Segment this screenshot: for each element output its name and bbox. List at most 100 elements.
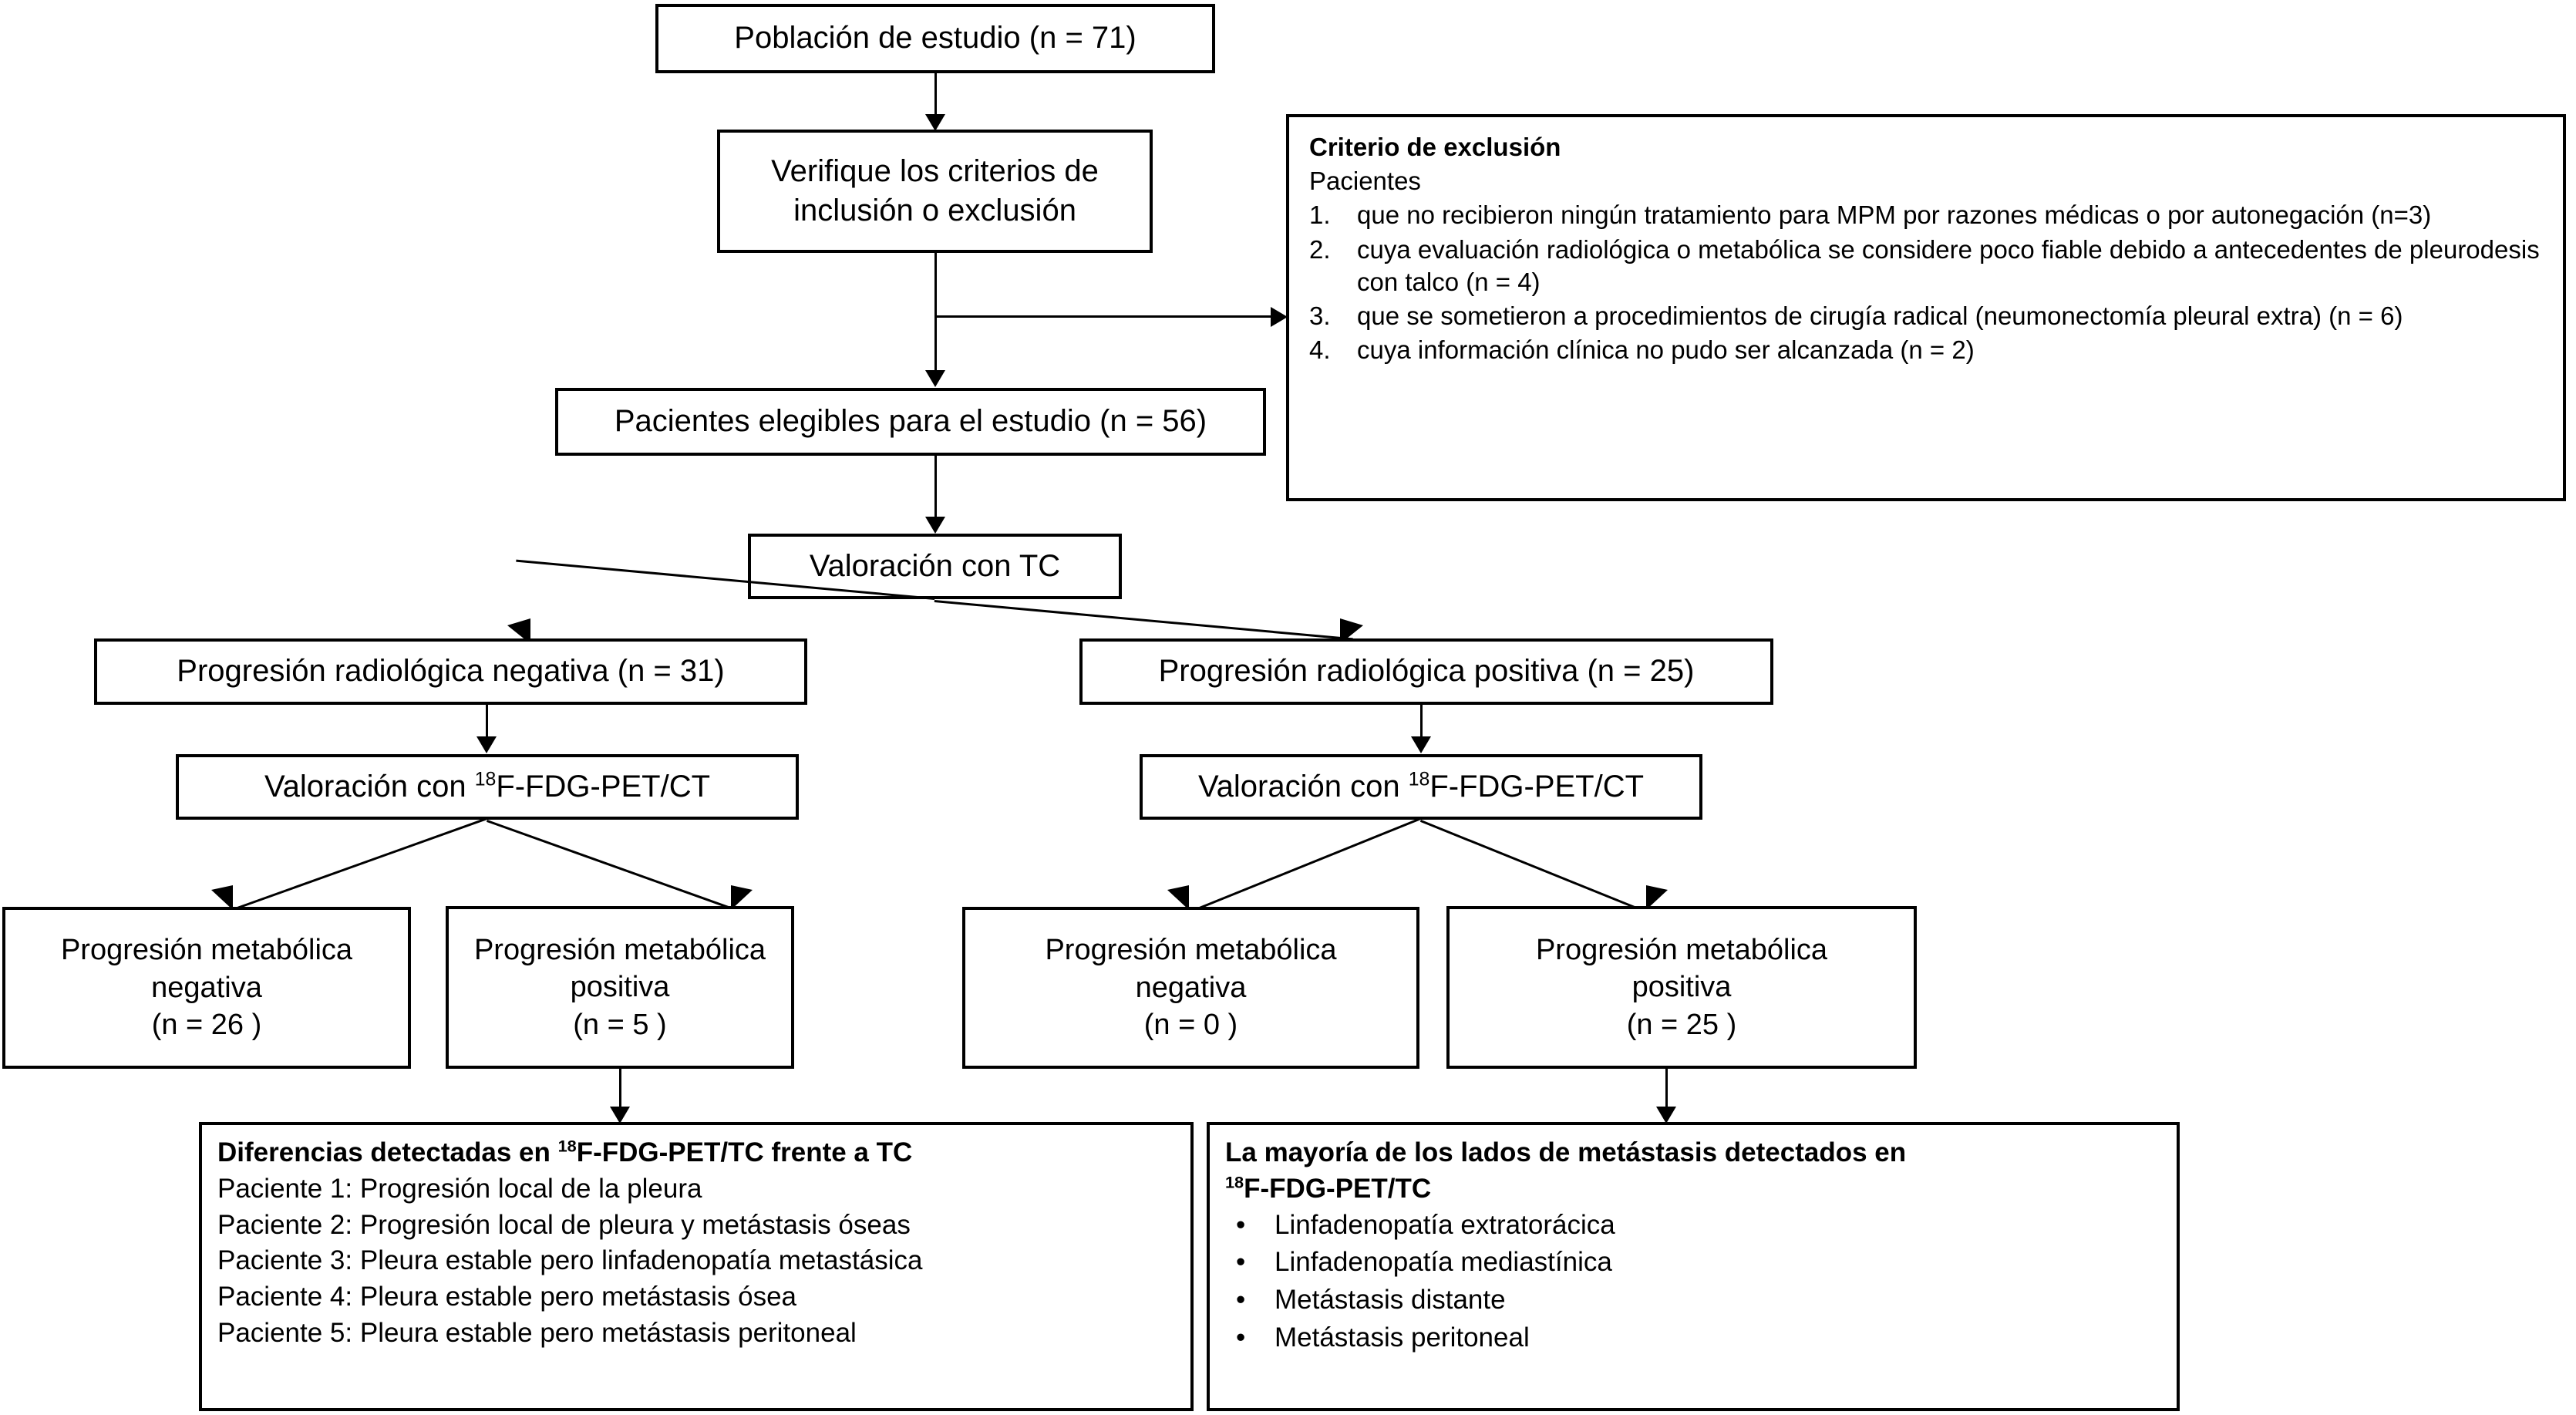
exclusion-item-number: 3.	[1309, 302, 1331, 331]
connector-population-to-verify	[934, 73, 937, 117]
pet-left-superscript: 18	[474, 769, 497, 790]
node-radiologic-progression-positive-label: Progresión radiológica positiva (n = 25)	[1158, 654, 1695, 689]
exclusion-item: 2. cuya evaluación radiológica o metaból…	[1309, 234, 2543, 298]
node-metabolic-positive-left: Progresión metabólica positiva (n = 5 )	[446, 906, 794, 1069]
connector-verify-to-eligible	[934, 253, 937, 372]
summary-right-title-suffix: F-FDG-PET/TC	[1244, 1173, 1432, 1204]
exclusion-item: 4. cuya información clínica no pudo ser …	[1309, 334, 2543, 366]
metabolic-negative-right-line2: negativa	[1135, 971, 1247, 1004]
exclusion-content: Criterio de exclusión Pacientes 1. que n…	[1309, 131, 2543, 369]
exclusion-item: 3. que se sometieron a procedimientos de…	[1309, 300, 2543, 332]
summary-differences-line: Paciente 1: Progresión local de la pleur…	[217, 1173, 702, 1204]
pet-right-suffix: F-FDG-PET/CT	[1429, 769, 1645, 804]
node-summary-differences: Diferencias detectadas en 18F-FDG-PET/TC…	[199, 1122, 1194, 1411]
summary-metastasis-bullet: • Linfadenopatía mediastínica	[1225, 1245, 2161, 1280]
node-ct-assessment-label: Valoración con TC	[809, 548, 1061, 583]
summary-left-title-superscript: 18	[557, 1136, 577, 1156]
node-study-population: Población de estudio (n = 71)	[655, 4, 1215, 73]
arrowhead-verify-to-exclusion	[1271, 307, 1288, 327]
summary-metastasis-bullet: • Metástasis distante	[1225, 1283, 2161, 1318]
metabolic-positive-left-line2: positiva	[570, 971, 670, 1004]
summary-left-title-prefix: Diferencias detectadas en	[217, 1137, 558, 1167]
connector-eligible-to-ct	[934, 456, 937, 519]
metabolic-positive-left-count: (n = 5 )	[573, 1008, 667, 1041]
node-radiologic-progression-positive: Progresión radiológica positiva (n = 25)	[1079, 638, 1773, 705]
arrowhead-petleft-to-metabolic-negative	[207, 885, 233, 910]
arrowhead-petright-to-metabolic-positive	[1646, 885, 1672, 910]
metabolic-positive-left-line1: Progresión metabólica	[473, 933, 766, 966]
node-pet-assessment-right-label: Valoración con 18F-FDG-PET/CT	[1143, 767, 1699, 807]
node-metabolic-negative-right: Progresión metabólica negativa (n = 0 )	[962, 907, 1419, 1069]
connector-petleft-to-metabolic-negative	[221, 817, 487, 915]
node-metabolic-negative-left: Progresión metabólica negativa (n = 26 )	[2, 907, 411, 1069]
pet-right-superscript: 18	[1408, 769, 1430, 790]
connector-metpos-right-to-summary	[1665, 1069, 1668, 1109]
exclusion-item-text: cuya información clínica no pudo ser alc…	[1357, 335, 1975, 365]
connector-petright-to-metabolic-positive	[1419, 820, 1665, 921]
summary-metastasis-title-line1: La mayoría de los lados de metástasis de…	[1225, 1137, 1907, 1167]
node-summary-metastasis-sites: La mayoría de los lados de metástasis de…	[1207, 1122, 2180, 1411]
summary-metastasis-bullet: • Metástasis peritoneal	[1225, 1321, 2161, 1356]
node-eligible-patients: Pacientes elegibles para el estudio (n =…	[555, 388, 1266, 456]
summary-differences-line: Paciente 4: Pleura estable pero metástas…	[217, 1282, 796, 1312]
node-study-population-label: Población de estudio (n = 71)	[734, 21, 1136, 56]
exclusion-item-number: 2.	[1309, 234, 1331, 264]
arrowhead-radpos-to-pet-right	[1411, 736, 1431, 753]
node-metabolic-positive-right: Progresión metabólica positiva (n = 25 )	[1446, 906, 1917, 1069]
metabolic-positive-right-count: (n = 25 )	[1626, 1008, 1737, 1041]
exclusion-item: 1. que no recibieron ningún tratamiento …	[1309, 199, 2543, 231]
exclusion-item-text: que no recibieron ningún tratamiento par…	[1357, 200, 2432, 230]
metabolic-negative-left-count: (n = 26 )	[151, 1009, 262, 1042]
connector-radneg-to-pet-left	[486, 705, 488, 739]
arrowhead-radneg-to-pet-left	[476, 736, 497, 753]
summary-right-title-superscript: 18	[1225, 1172, 1244, 1192]
arrowhead-petleft-to-metabolic-positive	[731, 885, 757, 910]
metabolic-positive-left-content: Progresión metabólica positiva (n = 5 )	[449, 932, 791, 1044]
node-verify-criteria: Verifique los criterios de inclusión o e…	[717, 130, 1153, 253]
metabolic-positive-right-line2: positiva	[1631, 971, 1732, 1004]
metabolic-negative-right-content: Progresión metabólica negativa (n = 0 )	[965, 932, 1416, 1044]
arrowhead-verify-to-eligible	[925, 370, 945, 387]
connector-petleft-to-metabolic-positive	[486, 820, 753, 917]
exclusion-item-text: cuya evaluación radiológica o metabólica…	[1357, 234, 2540, 296]
summary-metastasis-content: La mayoría de los lados de metástasis de…	[1225, 1136, 2161, 1359]
arrowhead-metpos-right-to-summary	[1656, 1107, 1676, 1124]
node-pet-assessment-left: Valoración con 18F-FDG-PET/CT	[176, 754, 799, 820]
metabolic-negative-right-count: (n = 0 )	[1143, 1009, 1238, 1042]
bullet-icon: •	[1236, 1285, 1246, 1316]
summary-metastasis-title-line2: 18F-FDG-PET/TC	[1225, 1172, 2161, 1207]
node-pet-assessment-right: Valoración con 18F-FDG-PET/CT	[1140, 754, 1702, 820]
exclusion-item-number: 1.	[1309, 200, 1331, 230]
summary-left-title-suffix: F-FDG-PET/TC frente a TC	[576, 1137, 913, 1167]
summary-differences-line: Paciente 2: Progresión local de pleura y…	[217, 1209, 911, 1240]
arrowhead-eligible-to-ct	[925, 517, 945, 534]
connector-radpos-to-pet-right	[1420, 705, 1423, 739]
exclusion-title: Criterio de exclusión	[1309, 133, 1561, 161]
metabolic-positive-right-line1: Progresión metabólica	[1535, 933, 1828, 966]
connector-petright-to-metabolic-negative	[1177, 817, 1421, 918]
summary-differences-content: Diferencias detectadas en 18F-FDG-PET/TC…	[217, 1136, 1175, 1353]
metabolic-positive-right-content: Progresión metabólica positiva (n = 25 )	[1450, 932, 1914, 1044]
summary-differences-line: Paciente 3: Pleura estable pero linfaden…	[217, 1245, 923, 1276]
summary-metastasis-bullet-text: Metástasis peritoneal	[1275, 1322, 1530, 1353]
summary-differences-title: Diferencias detectadas en 18F-FDG-PET/TC…	[217, 1136, 1175, 1171]
pet-right-prefix: Valoración con	[1197, 769, 1409, 804]
metabolic-negative-left-line1: Progresión metabólica	[60, 934, 353, 967]
arrowhead-population-to-verify	[925, 114, 945, 131]
arrowhead-metpos-left-to-summary	[610, 1107, 630, 1124]
node-exclusion-criteria: Criterio de exclusión Pacientes 1. que n…	[1286, 114, 2566, 501]
summary-metastasis-bullet-text: Linfadenopatía mediastínica	[1275, 1247, 1612, 1278]
pet-left-suffix: F-FDG-PET/CT	[496, 769, 711, 804]
bullet-icon: •	[1236, 1322, 1246, 1353]
connector-verify-to-exclusion	[934, 315, 1272, 318]
connector-metpos-left-to-summary	[619, 1069, 621, 1109]
metabolic-negative-right-line1: Progresión metabólica	[1045, 934, 1337, 967]
node-radiologic-progression-negative: Progresión radiológica negativa (n = 31)	[94, 638, 807, 705]
summary-differences-line: Paciente 5: Pleura estable pero metástas…	[217, 1317, 857, 1348]
bullet-icon: •	[1236, 1209, 1246, 1240]
node-eligible-patients-label: Pacientes elegibles para el estudio (n =…	[614, 404, 1207, 439]
metabolic-negative-left-content: Progresión metabólica negativa (n = 26 )	[5, 932, 408, 1044]
exclusion-item-number: 4.	[1309, 335, 1331, 365]
node-pet-assessment-left-label: Valoración con 18F-FDG-PET/CT	[179, 767, 796, 807]
